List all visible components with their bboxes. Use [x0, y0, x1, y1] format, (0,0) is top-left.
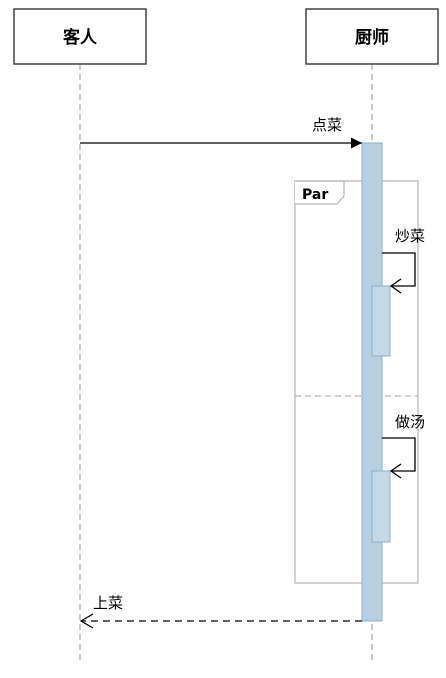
participant-chef[interactable]: 厨师 [305, 8, 439, 65]
stir-fry-activation [371, 285, 391, 357]
message-stir-fry-arrowhead [389, 278, 402, 294]
message-make-soup-label: 做汤 [395, 413, 425, 431]
participant-guest[interactable]: 客人 [13, 8, 147, 65]
message-serve-arrowhead [79, 613, 94, 629]
message-make-soup-arrow [382, 437, 416, 472]
message-serve-label: 上菜 [93, 594, 123, 612]
participant-chef-label: 厨师 [355, 27, 389, 48]
chef-activation [361, 142, 383, 622]
par-operator-label: Par [302, 187, 328, 203]
message-stir-fry-arrow [382, 252, 416, 287]
message-order[interactable]: 点菜 [80, 116, 362, 149]
par-frame [294, 180, 419, 584]
message-make-soup-arrowhead [389, 463, 402, 479]
par-operator-tab [295, 180, 345, 205]
message-serve[interactable]: 上菜 [79, 594, 362, 629]
message-order-label: 点菜 [312, 116, 342, 134]
participant-guest-label: 客人 [62, 27, 98, 48]
par-fragment[interactable]: Par [294, 180, 419, 584]
make-soup-activation [371, 470, 391, 543]
message-stir-fry-label: 炒菜 [395, 227, 425, 245]
message-stir-fry[interactable]: 炒菜 [382, 227, 425, 294]
message-make-soup[interactable]: 做汤 [382, 413, 425, 479]
